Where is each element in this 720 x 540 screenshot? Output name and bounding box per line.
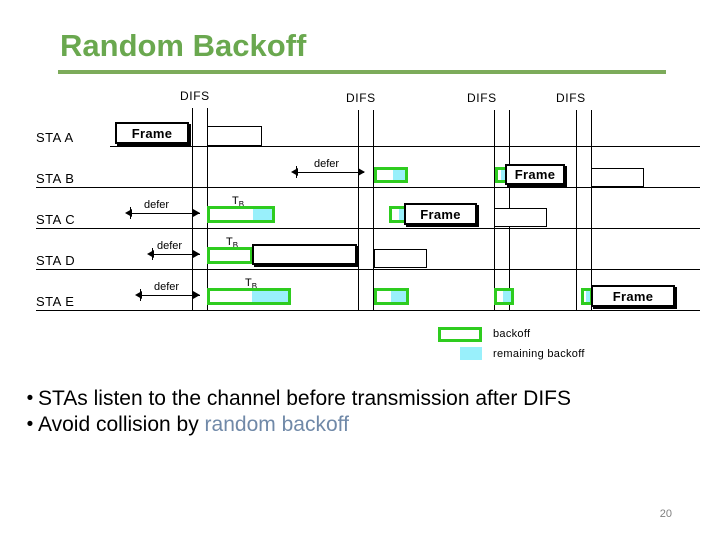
- bullet-text-2-plain: Avoid collision by: [38, 413, 205, 436]
- backoff-box-sta-e-1: [207, 288, 291, 305]
- backoff-box-sta-d-1: [207, 247, 253, 264]
- difs-label-3: DIFS: [467, 91, 497, 105]
- defer-tick-sta-b: [296, 166, 297, 178]
- backoff-box-sta-c-1: [207, 206, 275, 223]
- defer-arrow-right-sta-c: [193, 209, 200, 217]
- backoff-timer-label-sta-e: TB: [245, 277, 257, 291]
- backoff-timer-label-sta-c: TB: [232, 195, 244, 209]
- defer-arrow-left-sta-d: [147, 250, 154, 258]
- defer-label-sta-e: defer: [152, 281, 182, 293]
- legend-label-backoff: backoff: [493, 328, 531, 340]
- tb-sub-d: B: [232, 241, 239, 251]
- defer-label-sta-c: defer: [142, 199, 172, 211]
- difs-guide-4a: [576, 110, 577, 311]
- defer-tick-sta-d: [152, 248, 153, 260]
- timeline-sta-d: [36, 269, 700, 270]
- sta-label-b: STA B: [36, 171, 75, 186]
- defer-arrow-left-sta-b: [291, 168, 298, 176]
- defer-line-sta-d: [152, 254, 200, 255]
- frame-box-sta-b: Frame: [505, 164, 565, 185]
- difs-guide-2b: [373, 110, 374, 311]
- idle-box-sta-b: [591, 168, 644, 187]
- idle-box-sta-c: [494, 208, 547, 227]
- defer-label-sta-b: defer: [312, 158, 342, 170]
- remaining-backoff-sta-b-2: [501, 170, 506, 180]
- bullet-list: • STAs listen to the channel before tran…: [22, 386, 702, 438]
- page-title: Random Backoff: [60, 28, 307, 63]
- tb-base-c: T: [232, 195, 239, 207]
- backoff-box-sta-e-4: [581, 288, 593, 305]
- defer-arrow-right-sta-b: [358, 168, 365, 176]
- bullet-text-1: STAs listen to the channel before transm…: [38, 387, 572, 410]
- defer-arrow-left-sta-e: [135, 291, 142, 299]
- remaining-backoff-sta-c-2: [399, 209, 406, 220]
- bullet-dot-2: •: [26, 414, 34, 435]
- sta-label-e: STA E: [36, 294, 75, 309]
- legend-label-remaining-backoff: remaining backoff: [493, 348, 585, 360]
- defer-arrow-left-sta-c: [125, 209, 132, 217]
- timeline-sta-c: [36, 228, 700, 229]
- legend-swatch-remaining-backoff: [460, 347, 482, 360]
- backoff-timer-label-sta-d: TB: [226, 236, 238, 250]
- bullet-item-2: • Avoid collision by random backoff: [22, 412, 702, 438]
- defer-line-sta-e: [140, 295, 200, 296]
- difs-label-2: DIFS: [346, 91, 376, 105]
- defer-line-sta-c: [130, 213, 200, 214]
- frame-box-sta-e: Frame: [591, 285, 675, 307]
- title-divider: [58, 70, 666, 74]
- remaining-backoff-sta-e-2: [391, 291, 406, 302]
- backoff-box-sta-b-1: [374, 167, 408, 183]
- bullet-item-1: • STAs listen to the channel before tran…: [22, 386, 702, 412]
- tb-sub-c: B: [238, 200, 245, 210]
- remaining-backoff-sta-b-1: [393, 170, 405, 180]
- remaining-backoff-sta-c-1: [253, 209, 272, 220]
- legend-swatch-backoff: [438, 327, 482, 342]
- difs-label-1: DIFS: [180, 89, 210, 103]
- frame-box-sta-c: Frame: [404, 203, 477, 225]
- backoff-box-sta-e-2: [374, 288, 409, 305]
- remaining-backoff-sta-e-3: [503, 291, 511, 302]
- frame-box-sta-d: [252, 244, 357, 265]
- defer-arrow-right-sta-d: [193, 250, 200, 258]
- difs-label-4: DIFS: [556, 91, 586, 105]
- remaining-backoff-sta-e-4: [586, 291, 590, 302]
- sta-label-c: STA C: [36, 212, 76, 227]
- tb-base-e: T: [245, 277, 252, 289]
- bullet-text-2: Avoid collision by random backoff: [38, 412, 702, 438]
- idle-box-sta-d: [374, 249, 427, 268]
- difs-guide-2a: [358, 110, 359, 311]
- sta-label-d: STA D: [36, 253, 76, 268]
- defer-arrow-right-sta-e: [193, 291, 200, 299]
- difs-guide-4b: [591, 110, 592, 311]
- timeline-sta-a: [110, 146, 700, 147]
- page-number: 20: [659, 508, 672, 520]
- difs-guide-1a: [192, 108, 193, 311]
- defer-tick-sta-c: [130, 207, 131, 219]
- bullet-dot-1: •: [26, 388, 34, 409]
- defer-line-sta-b: [296, 172, 364, 173]
- frame-box-sta-a: Frame: [115, 122, 189, 144]
- timeline-sta-e: [36, 310, 700, 311]
- sta-label-a: STA A: [36, 130, 74, 145]
- timeline-sta-b: [36, 187, 700, 188]
- defer-tick-sta-e: [140, 289, 141, 301]
- bullet-text-2-accent: random backoff: [204, 413, 349, 436]
- tb-base-d: T: [226, 236, 233, 248]
- defer-label-sta-d: defer: [155, 240, 185, 252]
- backoff-box-sta-e-3: [494, 288, 514, 305]
- remaining-backoff-sta-e-1: [252, 291, 288, 302]
- idle-box-sta-a: [207, 126, 262, 146]
- tb-sub-e: B: [251, 282, 258, 292]
